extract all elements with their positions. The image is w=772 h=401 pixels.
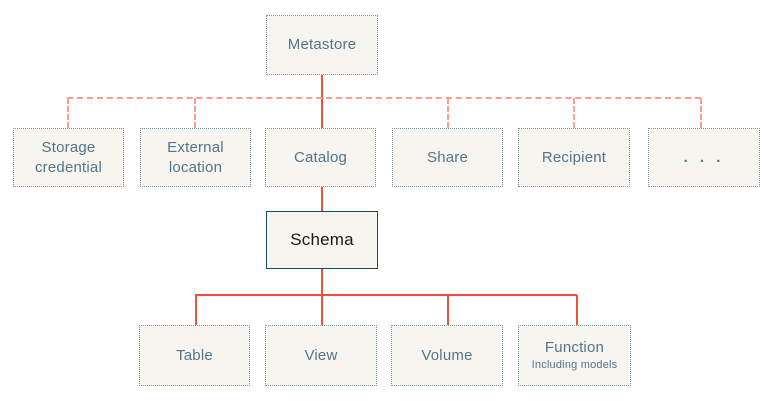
node-function: Function Including models [518, 325, 631, 386]
node-share: Share [392, 128, 503, 187]
connector-schema-to-bus [321, 269, 323, 295]
node-function-sublabel: Including models [531, 358, 618, 371]
node-ellipsis: . . . [648, 128, 760, 187]
node-volume: Volume [391, 325, 503, 386]
node-metastore: Metastore [266, 15, 378, 75]
node-storage-credential-label: Storage credential [34, 139, 103, 176]
connector-metastore-to-catalog [321, 75, 323, 128]
connector-catalog-to-schema [321, 187, 323, 211]
node-share-label: Share [426, 148, 469, 166]
node-ellipsis-label: . . . [683, 148, 725, 166]
node-volume-label: Volume [421, 346, 473, 364]
connector-row2-bus [67, 97, 701, 99]
node-table: Table [139, 325, 250, 386]
node-schema-label: Schema [290, 229, 354, 249]
node-external-location-label: External location [167, 139, 224, 176]
node-view: View [265, 325, 377, 386]
connector-drop-table [195, 295, 197, 325]
connector-row4-bus [195, 294, 577, 296]
node-storage-credential: Storage credential [13, 128, 124, 187]
connector-drop-share [447, 98, 449, 128]
connector-drop-storage-credential [67, 98, 69, 128]
node-table-label: Table [176, 346, 213, 364]
connector-drop-view [321, 295, 323, 325]
node-function-label: Function [544, 339, 605, 357]
node-recipient-label: Recipient [541, 148, 607, 166]
node-view-label: View [304, 346, 338, 364]
connector-drop-ellipsis [700, 98, 702, 128]
node-schema: Schema [266, 211, 378, 269]
node-recipient: Recipient [518, 128, 630, 187]
node-external-location: External location [140, 128, 251, 187]
connector-drop-function [576, 295, 578, 327]
node-catalog-label: Catalog [293, 148, 348, 166]
node-metastore-label: Metastore [287, 36, 357, 54]
connector-drop-external-location [194, 98, 196, 128]
connector-drop-volume [447, 295, 449, 325]
connector-drop-recipient [573, 98, 575, 128]
node-catalog: Catalog [265, 128, 376, 187]
